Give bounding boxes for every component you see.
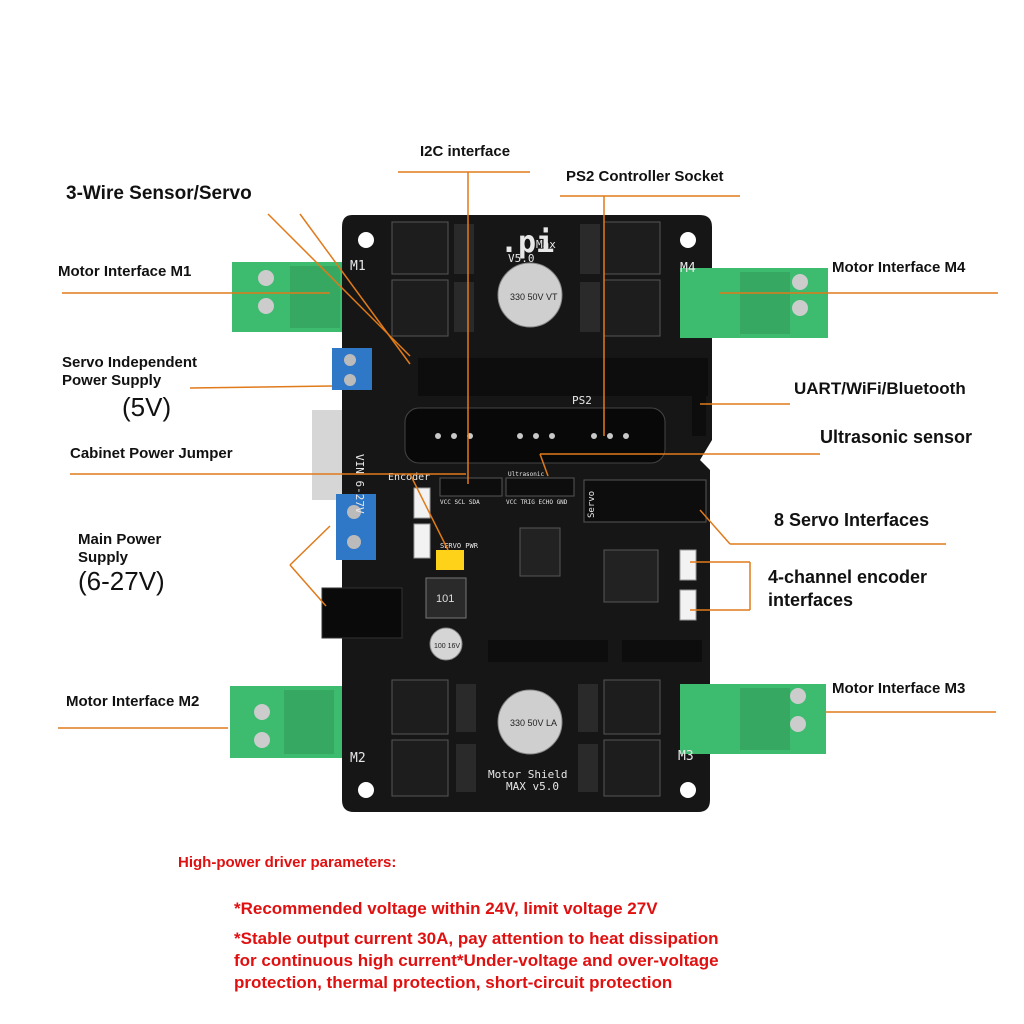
- pcb-servo: Servo: [587, 491, 597, 518]
- label-m3: Motor Interface M3: [832, 680, 966, 697]
- pcb-cap-top: 330 50V VT: [510, 292, 558, 302]
- pcb-logo: .pi: [500, 225, 554, 260]
- mosfet-group-bottom: [391, 679, 661, 797]
- label-cabinet: Cabinet Power Jumper: [70, 445, 233, 462]
- label-encoder-2: interfaces: [768, 590, 854, 610]
- notes-line2: *Stable output current 30A, pay attentio…: [234, 929, 719, 948]
- ps2-pins: [435, 433, 629, 439]
- pcb-ps2: PS2: [572, 394, 592, 407]
- pcb-servo-pwr: SERVO PWR: [440, 542, 479, 550]
- pcb-inductor: 101: [436, 593, 454, 605]
- label-m2: Motor Interface M2: [66, 693, 200, 710]
- pcb-ultrasonic: Ultrasonic: [508, 471, 545, 478]
- pcb-m4: M4: [680, 261, 696, 276]
- label-m1: Motor Interface M1: [58, 263, 192, 280]
- ic-main: [519, 527, 561, 577]
- motor-terminal-m1: [232, 262, 342, 332]
- label-main-power: Main Power: [78, 531, 162, 548]
- pcb-i2c-pins: VCC SCL SDA: [440, 499, 480, 506]
- ic-right: [603, 549, 659, 603]
- pcb-m3: M3: [678, 749, 694, 764]
- notes-heading: High-power driver parameters:: [178, 854, 397, 871]
- motor-terminal-m2: [230, 686, 342, 758]
- motor-terminal-m4: [680, 268, 828, 338]
- label-main-power-voltage: (6-27V): [78, 566, 165, 596]
- jumper-yellow: [436, 550, 464, 570]
- leader-lines: [58, 171, 998, 729]
- dc-jack: [321, 587, 403, 639]
- pcb-m2: M2: [350, 751, 366, 766]
- notes-line4: protection, thermal protection, short-ci…: [234, 973, 673, 992]
- uart-header: [692, 396, 706, 436]
- pcb-cap-small: 100 16V: [434, 643, 460, 650]
- label-servo-power-2: Power Supply: [62, 372, 162, 389]
- capacitor-small: [429, 627, 463, 661]
- encoder-connectors: [413, 487, 697, 621]
- main-power-terminal: [336, 494, 376, 560]
- pcb-m1: M1: [350, 259, 366, 274]
- pcb-name-2: MAX v5.0: [506, 780, 559, 793]
- motor-terminal-m3: [680, 684, 826, 754]
- pcb-version-top: V5.0: [508, 252, 535, 265]
- capacitor-top: [497, 262, 563, 328]
- servo-header: [583, 479, 707, 523]
- pcb-encoder: Encoder: [388, 472, 430, 483]
- servo-power-terminal: [332, 348, 372, 390]
- label-encoder-1: 4-channel encoder: [768, 567, 928, 587]
- usb-port: [312, 410, 342, 500]
- pcb-logo-sub: Max: [536, 238, 556, 251]
- inductor: [425, 577, 467, 619]
- label-uart: UART/WiFi/Bluetooth: [794, 379, 966, 398]
- label-three-wire: 3-Wire Sensor/Servo: [66, 183, 252, 204]
- label-servo-power: Servo Independent: [62, 354, 198, 371]
- label-ultrasonic: Ultrasonic sensor: [820, 427, 973, 447]
- mount-hole: [358, 232, 374, 248]
- pcb-cap-bottom: 330 50V LA: [510, 718, 557, 728]
- pcb-vin: VIN 6-27V: [353, 454, 366, 514]
- header-top: [418, 358, 708, 396]
- mount-hole: [680, 232, 696, 248]
- analog-header: [622, 640, 702, 662]
- ultrasonic-header: [505, 477, 575, 497]
- label-main-power-2: Supply: [78, 549, 129, 566]
- driver-chips-top: [454, 224, 600, 332]
- label-servo8: 8 Servo Interfaces: [774, 510, 930, 530]
- i2c-header: [439, 477, 503, 497]
- label-i2c: I2C interface: [420, 143, 511, 160]
- mosfet-group-top: [391, 221, 661, 337]
- header-bottom: [488, 640, 608, 662]
- label-m4: Motor Interface M4: [832, 259, 966, 276]
- driver-chips-bottom: [456, 684, 598, 792]
- notes-line3: for continuous high current*Under-voltag…: [234, 951, 719, 970]
- pcb-name-1: Motor Shield: [488, 768, 567, 781]
- notes-line1: *Recommended voltage within 24V, limit v…: [234, 899, 658, 918]
- mount-hole: [358, 782, 374, 798]
- pcb-us-pins: VCC TRIG ECHO GND: [506, 499, 568, 506]
- label-ps2: PS2 Controller Socket: [566, 168, 724, 185]
- mount-hole: [680, 782, 696, 798]
- capacitor-bottom: [497, 689, 563, 755]
- label-servo-power-voltage: (5V): [122, 392, 172, 422]
